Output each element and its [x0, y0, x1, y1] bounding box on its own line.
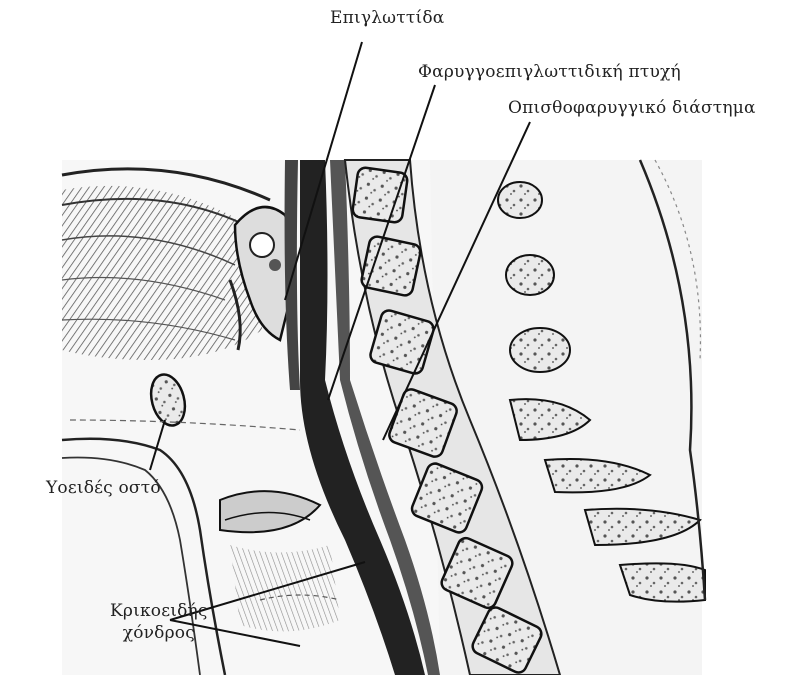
label-cricoid-line1: Κρικοειδής [110, 600, 208, 622]
label-cricoid-cartilage: Κρικοειδής χόνδρος [110, 600, 208, 644]
label-pharyngoepiglottic-fold: Φαρυγγοεπιγλωττιδική πτυχή [418, 62, 681, 82]
label-hyoid-bone: Υοειδές οστό [46, 478, 161, 498]
label-cricoid-line2: χόνδρος [110, 622, 208, 644]
label-epiglottis: Επιγλωττίδα [330, 8, 444, 28]
label-retropharyngeal-space: Οπισθοφαρυγγικό διάστημα [508, 98, 756, 118]
